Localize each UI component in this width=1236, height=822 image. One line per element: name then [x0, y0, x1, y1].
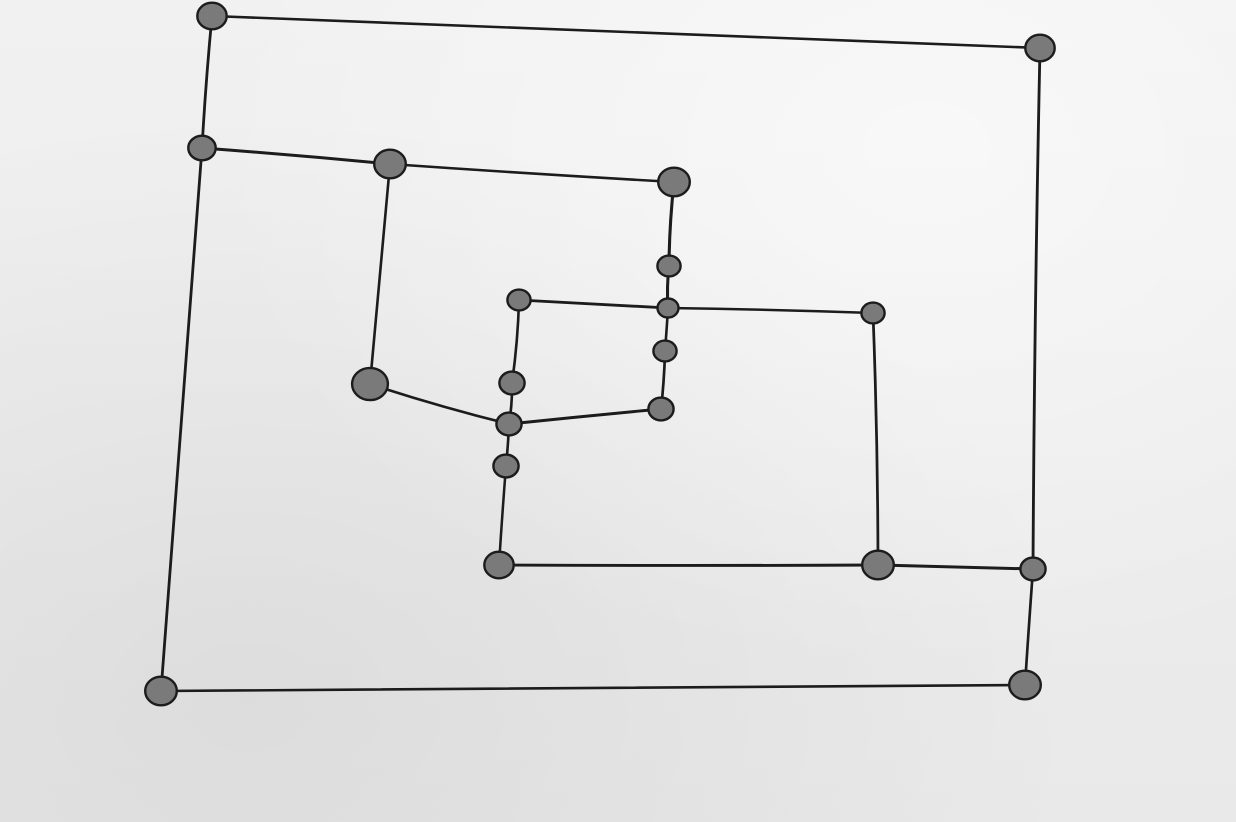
edge-n4-n5 [388, 162, 676, 184]
node-n15 [492, 453, 520, 479]
node-n9 [860, 301, 886, 325]
node-n1 [196, 1, 228, 31]
edge-n3-n4 [200, 146, 392, 166]
node-n2 [1024, 33, 1056, 63]
node-n10 [652, 339, 678, 363]
node-n5 [657, 166, 692, 198]
edge-n1-n2 [210, 14, 1042, 50]
edge-n13-n14 [507, 407, 663, 426]
node-n18 [1019, 556, 1047, 582]
node-n6 [656, 254, 682, 278]
edge-n4-n11 [368, 162, 392, 386]
node-n14 [495, 411, 523, 437]
edge-n8-n9 [666, 306, 875, 315]
node-n7 [506, 288, 532, 312]
edge-n2-n18 [1031, 46, 1042, 571]
edge-n19-n20 [159, 683, 1027, 693]
node-n16 [483, 550, 515, 580]
node-n19 [143, 675, 178, 707]
edge-n7-n8 [517, 298, 670, 310]
nodes-layer [143, 1, 1056, 707]
edge-n3-n19 [159, 146, 204, 693]
node-n4 [373, 148, 408, 180]
edge-n1-n3 [200, 14, 214, 150]
edge-n9-n17 [871, 311, 880, 567]
edges-layer [159, 14, 1042, 693]
node-n13 [647, 396, 675, 422]
node-n3 [187, 134, 217, 162]
edge-n18-n20 [1023, 567, 1035, 687]
node-n11 [350, 366, 390, 402]
edge-n17-n18 [876, 563, 1035, 571]
node-n17 [861, 549, 896, 581]
node-n8 [656, 297, 680, 319]
edge-n15-n16 [497, 464, 508, 567]
node-n12 [498, 370, 526, 396]
edge-n11-n14 [368, 382, 511, 426]
node-n20 [1008, 669, 1043, 701]
